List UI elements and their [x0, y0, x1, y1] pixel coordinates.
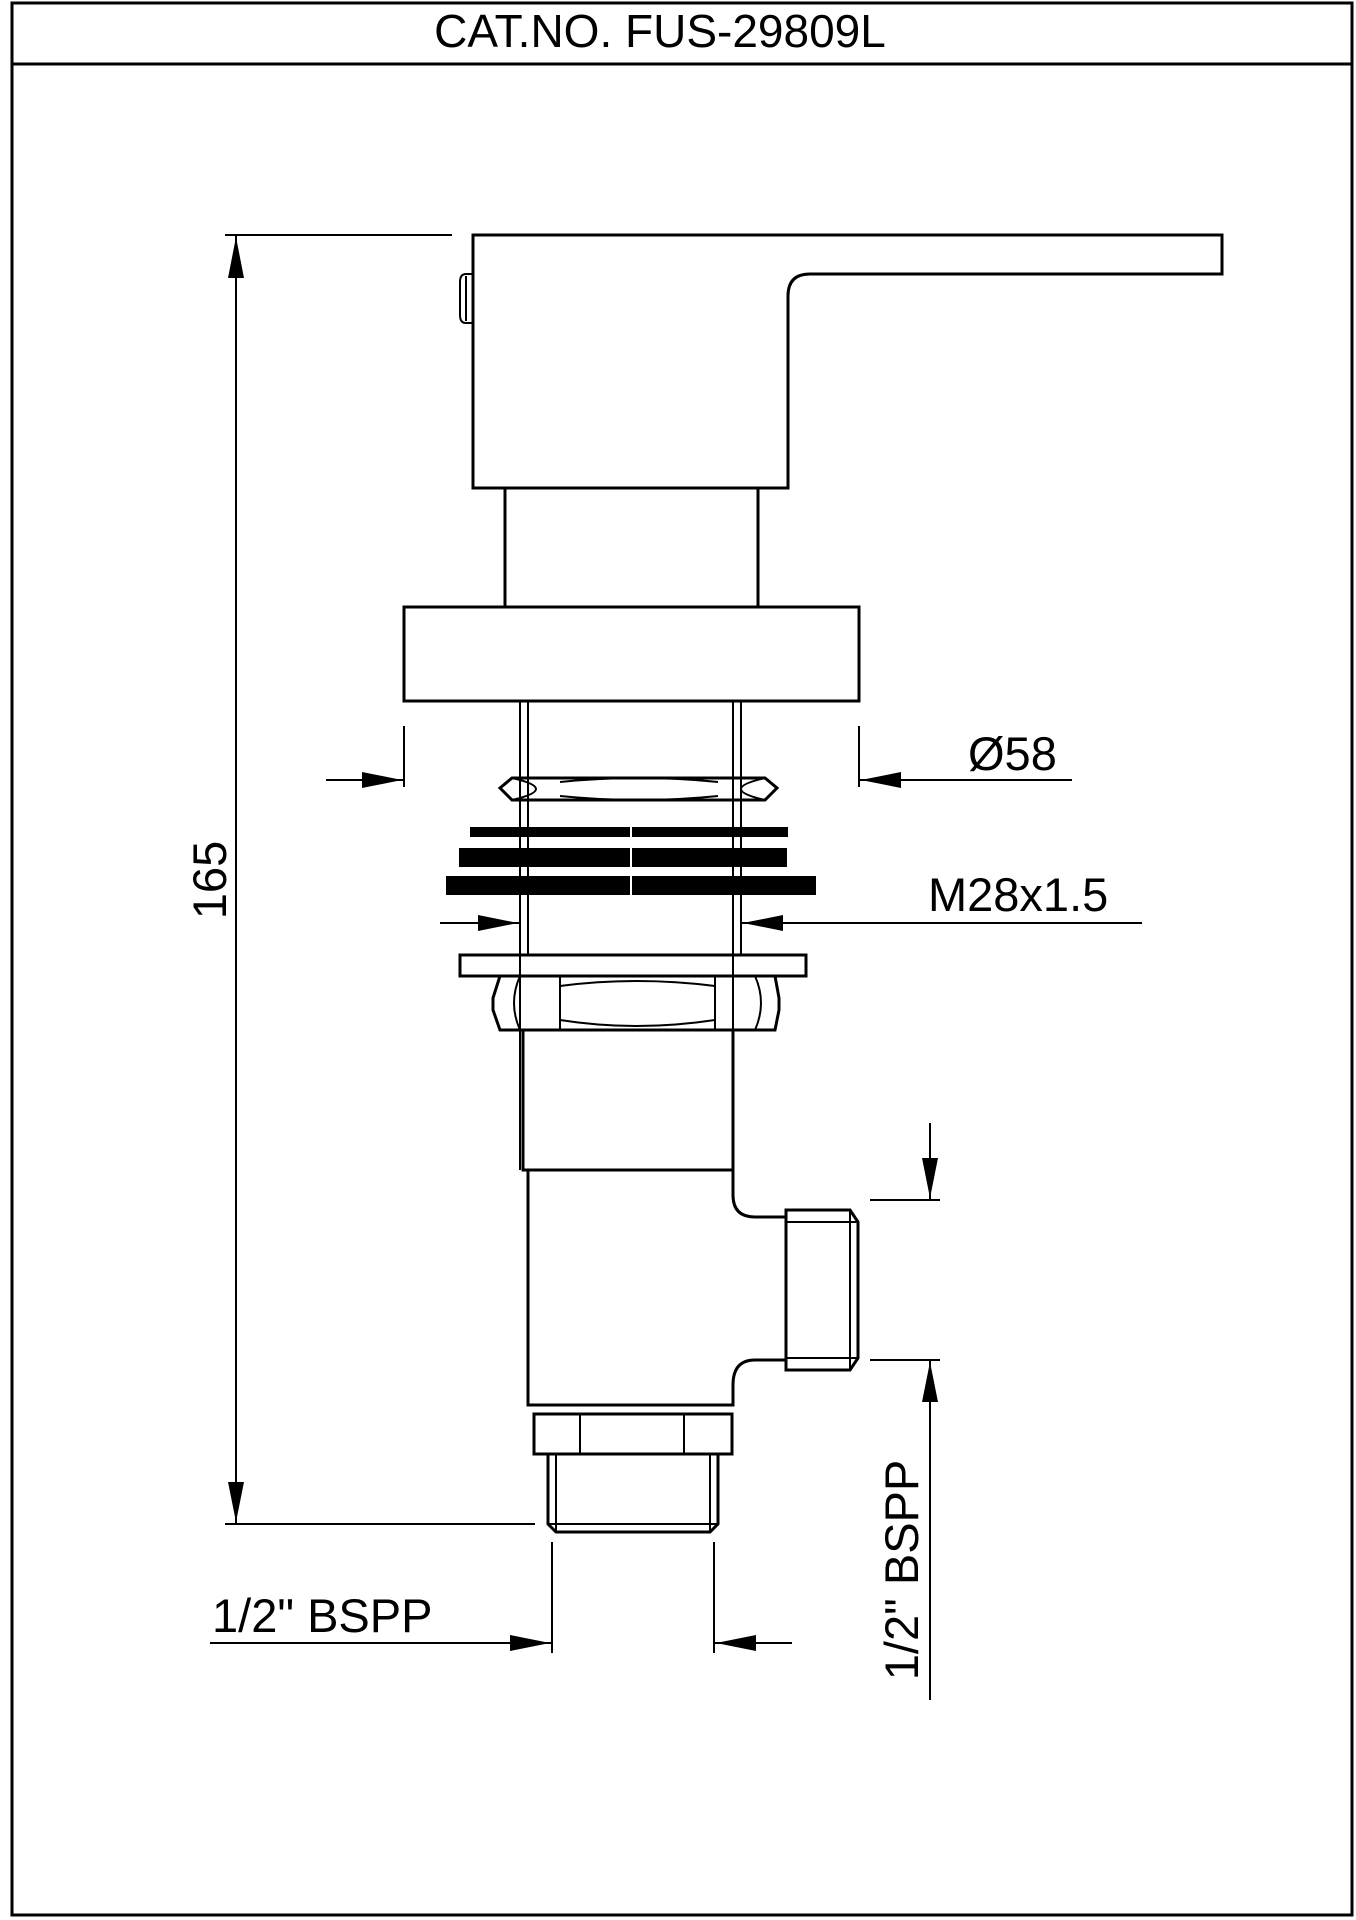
bottom-hex — [532, 1412, 734, 1456]
sheet-border — [10, 1, 1354, 1917]
washer-2 — [459, 848, 787, 867]
thread-size-label: M28x1.5 — [928, 868, 1108, 921]
hex-nut — [491, 974, 781, 1032]
handle-button — [459, 273, 473, 324]
dimension-thread: M28x1.5 — [440, 868, 1142, 931]
valve-outline — [402, 233, 1224, 1534]
dimension-side-connection: 1/2" BSPP — [870, 1123, 940, 1700]
arrow-down — [228, 1482, 244, 1522]
dimension-height: 165 — [183, 234, 535, 1525]
height-label: 165 — [183, 841, 236, 919]
bottom-connector — [546, 1454, 720, 1534]
dimension-flange: Ø58 — [326, 726, 1072, 788]
washer-1 — [470, 827, 788, 837]
outlet-body — [526, 1170, 786, 1407]
plate-washer — [458, 953, 808, 978]
lock-nut — [497, 776, 780, 802]
flange — [402, 605, 861, 703]
catalog-number-title: CAT.NO. FUS-29809L — [434, 5, 886, 57]
side-connection-label: 1/2" BSPP — [875, 1460, 928, 1680]
lower-body — [521, 1030, 735, 1172]
handle-lever — [471, 233, 1224, 490]
side-outlet — [784, 1208, 860, 1372]
arrow-up — [228, 237, 244, 278]
dimension-bottom-connection: 1/2" BSPP — [210, 1542, 792, 1653]
bottom-connection-label: 1/2" BSPP — [212, 1589, 432, 1642]
flange-diameter-label: Ø58 — [968, 727, 1057, 780]
